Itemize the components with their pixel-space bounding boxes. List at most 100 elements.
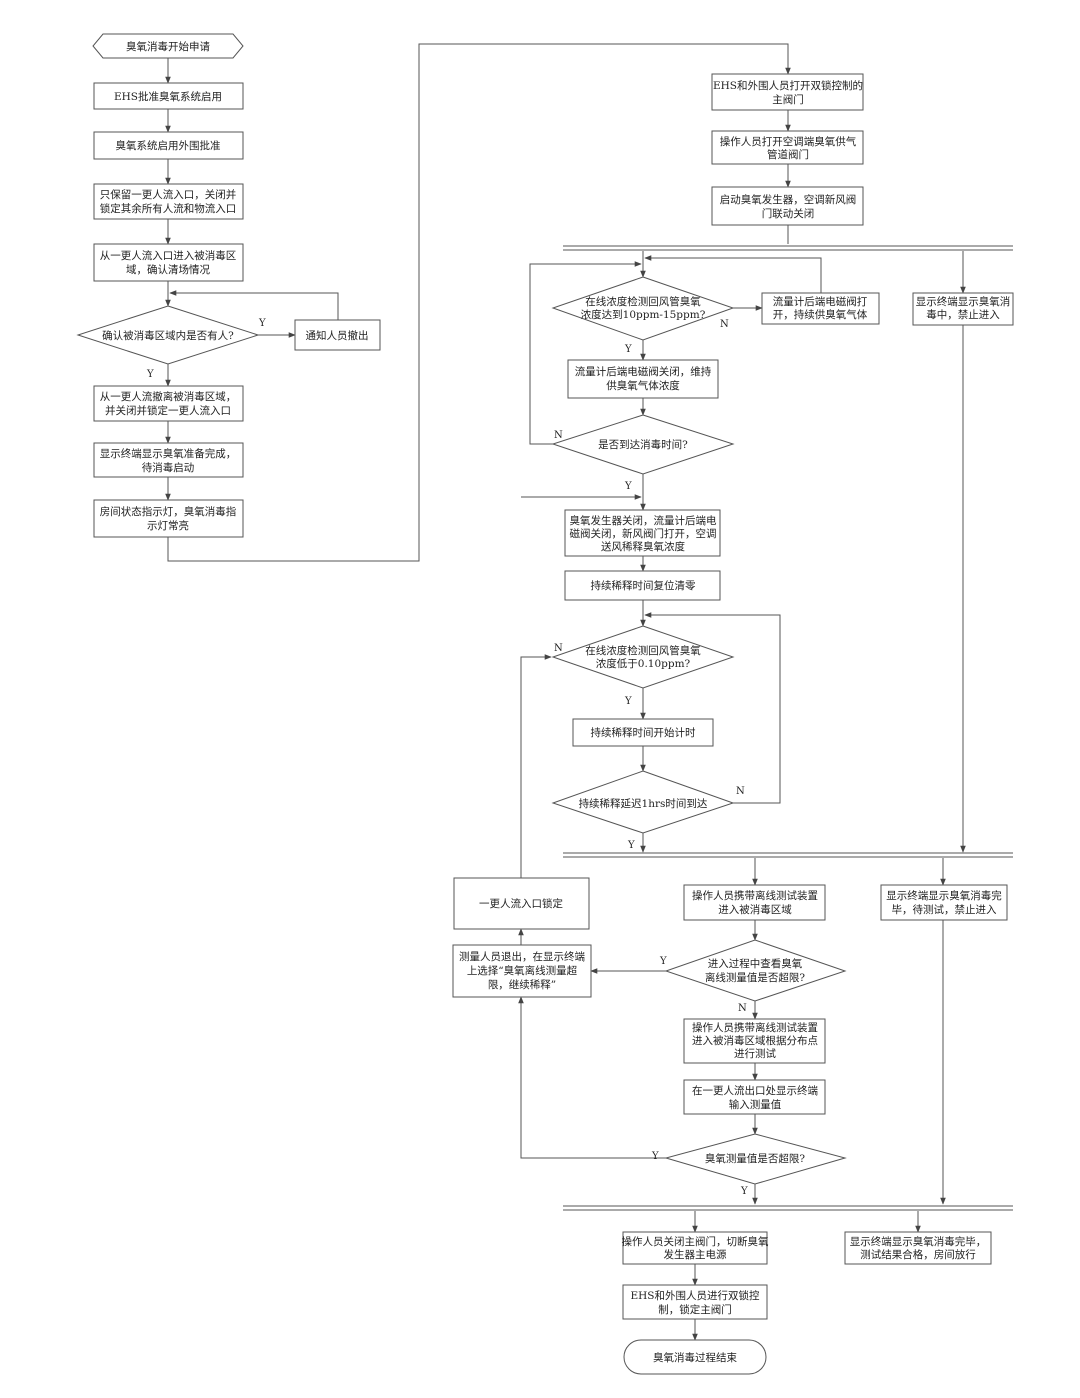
step-carry-device-in-text-2: 进入被消毒区域 [718,903,792,916]
step-evacuate-lock [93,385,244,422]
step-carry-test-text-2: 进入被消毒区域根据分布点 [692,1034,818,1047]
step-start-timer-text: 持续稀释时间开始计时 [591,726,696,739]
step-flow-valve-close-text-2: 供臭氧气体浓度 [606,379,680,392]
step-measurer-exit [452,944,592,998]
step-status-light-text-1: 房间状态指示灯，臭氧消毒指 [100,505,237,518]
decision-entry-over-limit [664,939,847,1002]
step-open-main-valve-text-2: 主阀门 [772,93,804,106]
step-display-disinfecting [912,292,1014,326]
yes-label-concentration: Y [624,344,632,355]
step-keep-entry-text-1: 只保留一更人流入口，关闭并 [100,188,237,201]
node-text: 臭氧消毒开始申请 EHS批准臭氧系统启用 臭氧系统启用外围批准 只保留一更人流入… [100,40,1011,1364]
step-start-generator [711,186,864,226]
step-enter-confirm-text-1: 从一更人流入口进入被消毒区 [100,249,237,262]
start-node-text: 臭氧消毒开始申请 [126,40,210,53]
step-display-disinfecting-text-2: 毒中，禁止进入 [926,308,1000,321]
step-notify-evacuate-text: 通知人员撤出 [306,329,369,342]
step-enter-confirm-text-2: 域，确认清场情况 [126,263,210,276]
no-label-delay: N [736,786,745,797]
step-start-timer [572,718,714,747]
decision-concentration-text-1: 在线浓度检测回风管臭氧 [585,295,701,308]
start-node [92,33,244,59]
step-display-pass-text-2: 测试结果合格，房间放行 [860,1248,976,1261]
step-display-pass [844,1231,992,1265]
no-label-entry-over: N [738,1003,747,1014]
step-lock-entry [453,877,590,930]
yes-label-threshold: Y [624,696,632,707]
step-display-ready-text-1: 显示终端显示臭氧准备完成， [100,447,237,460]
shapes [76,33,1014,1375]
yes-label-anyone-inside: Y [258,318,266,329]
step-open-supply-valve [711,130,864,165]
no-label-concentration: N [720,319,729,330]
step-notify-evacuate [294,319,381,351]
step-display-complete-text-1: 显示终端显示臭氧消毒完 [886,889,1002,902]
step-input-value [683,1079,826,1115]
decision-anyone-inside-text: 确认被消毒区域内是否有人? [102,329,234,342]
decision-delay-reached-text: 持续稀释延迟1hrs时间到达 [579,797,708,810]
step-open-main-valve-text-1: EHS和外围人员打开双锁控制的 [713,79,863,92]
step-status-light-text-2: 示灯常亮 [147,519,189,532]
step-stop-generator-text-2: 磁阀关闭，新风阀门打开，空调 [570,527,717,540]
step-lock-main-valve-text-1: EHS和外围人员进行双锁控 [630,1289,760,1302]
step-open-main-valve [711,73,864,111]
decision-measure-over-limit-text: 臭氧测量值是否超限? [705,1152,805,1165]
step-carry-test-text-3: 进行测试 [734,1047,776,1060]
step-lock-entry-text: 一更人流入口锁定 [479,897,563,910]
step-input-value-text-1: 在一更人流出口处显示终端 [692,1084,818,1097]
step-close-main-valve-text-2: 发生器主电源 [664,1248,727,1261]
step-measurer-exit-text-2: 上选择“臭氧离线测量超 [467,964,578,977]
decision-below-threshold [551,625,735,689]
step-flow-valve-open [761,292,880,325]
step-input-value-text-2: 输入测量值 [729,1098,782,1111]
yes-label-nobody: Y [146,369,154,380]
step-measurer-exit-text-3: 限，继续稀释” [488,978,556,991]
step-display-complete-text-2: 毕，待测试，禁止进入 [892,903,997,916]
step-display-pass-text-1: 显示终端显示臭氧消毒完毕， [850,1235,987,1248]
step-carry-device-in-text-1: 操作人员携带离线测试装置 [692,889,818,902]
branch-labels: Y Y N Y N Y N Y N Y Y N Y Y [146,318,748,1197]
step-start-generator-text-1: 启动臭氧发生器，空调新风阀 [720,193,857,206]
step-enter-confirm [93,243,244,282]
step-stop-generator-text-1: 臭氧发生器关闭，流量计后端电 [570,514,717,527]
step-display-ready-text-2: 待消毒启动 [142,461,195,474]
step-lock-main-valve-text-2: 制，锁定主阀门 [658,1303,732,1316]
step-ehs-approve-text: EHS批准臭氧系统启用 [114,90,222,103]
end-node [623,1339,767,1375]
decision-below-threshold-text-2: 浓度低于0.10ppm? [596,657,691,670]
step-flow-valve-close [567,359,719,399]
connectors [165,43,1013,1341]
decision-concentration-text-2: 浓度达到10ppm-15ppm? [581,308,706,321]
step-flow-valve-open-text-1: 流量计后端电磁阀打 [773,295,868,308]
decision-entry-over-limit-text-2: 离线测量值是否超限? [705,971,805,984]
step-evacuate-lock-text-1: 从一更人流撤离被消毒区域， [100,390,237,403]
decision-below-threshold-text-1: 在线浓度检测回风管臭氧 [585,644,701,657]
step-peripheral-approve-text: 臭氧系统启用外围批准 [116,139,221,152]
step-start-generator-text-2: 门联动关闭 [762,207,815,220]
step-open-supply-valve-text-1: 操作人员打开空调端臭氧供气 [720,135,857,148]
step-close-main-valve-text-1: 操作人员关闭主阀门，切断臭氧 [622,1235,769,1248]
step-carry-test [683,1018,826,1064]
decision-time-reached [551,414,735,475]
decision-time-reached-text: 是否到达消毒时间? [598,438,688,451]
step-stop-generator [564,509,721,557]
step-reset-timer [564,570,721,601]
step-carry-test-text-1: 操作人员携带离线测试装置 [692,1021,818,1034]
step-carry-device-in [683,884,826,921]
no-label-threshold: N [554,643,563,654]
step-ehs-approve [93,82,244,110]
step-stop-generator-text-3: 送风稀释臭氧浓度 [601,540,685,553]
no-label-measure-over: Y [740,1186,748,1197]
step-evacuate-lock-text-2: 并关闭并锁定一更人流入口 [105,404,231,417]
step-flow-valve-open-text-2: 开，持续供臭氧气体 [773,308,868,321]
yes-label-entry-over: Y [659,956,667,967]
step-peripheral-approve [93,131,244,160]
decision-entry-over-limit-text-1: 进入过程中查看臭氧 [708,957,803,970]
step-status-light [93,499,244,538]
step-display-complete [880,884,1008,921]
step-reset-timer-text: 持续稀释时间复位清零 [591,579,696,592]
step-display-disinfecting-text-1: 显示终端显示臭氧消 [916,295,1011,308]
end-node-text: 臭氧消毒过程结束 [653,1351,737,1364]
step-keep-entry-text-2: 锁定其余所有人流和物流入口 [100,202,237,215]
